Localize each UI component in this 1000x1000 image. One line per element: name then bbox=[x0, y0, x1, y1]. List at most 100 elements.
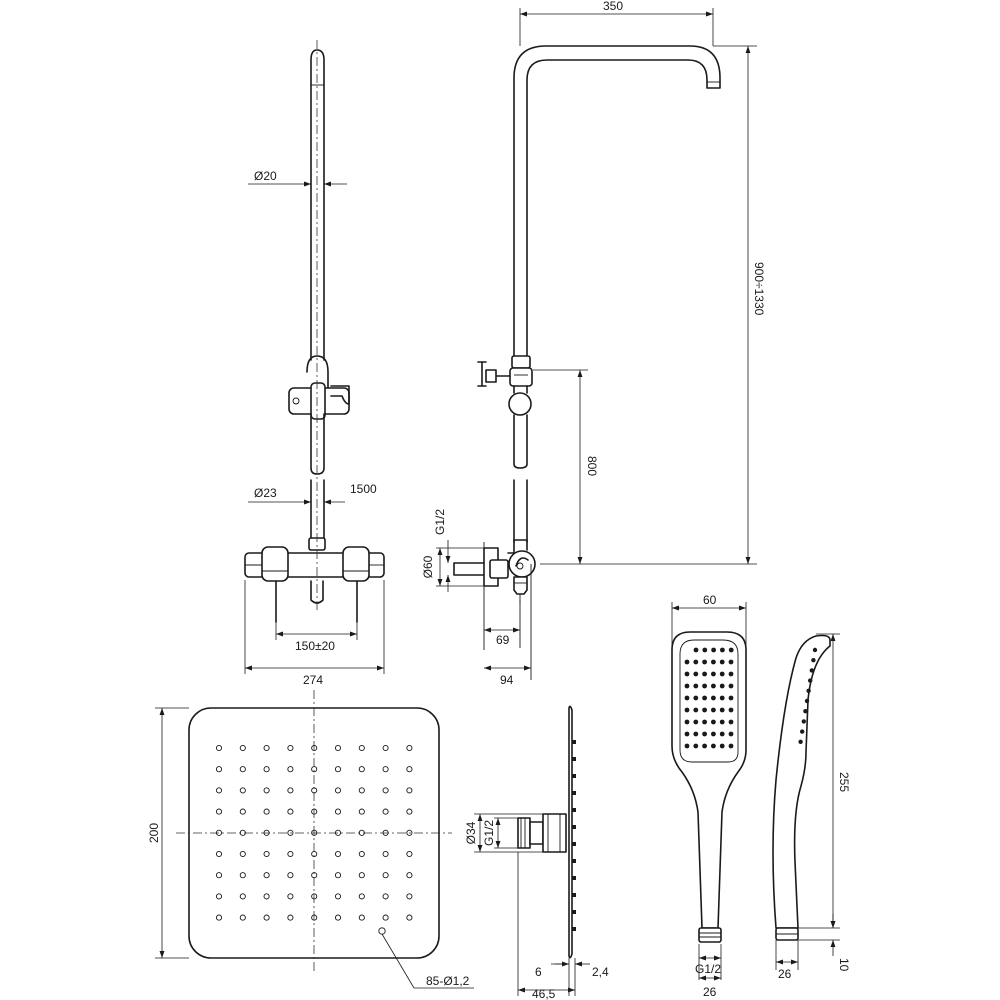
head-nozzle bbox=[358, 872, 365, 879]
dim-inlet-flange: Ø60 bbox=[421, 547, 484, 587]
label-head-plate-offset: 6 bbox=[535, 965, 542, 979]
dim-arm-reach: 350 bbox=[519, 0, 714, 46]
head-nozzle bbox=[239, 808, 246, 815]
head-nozzle bbox=[311, 893, 318, 900]
head-nozzle bbox=[263, 744, 270, 752]
dim-hand-head-width: 60 bbox=[671, 593, 747, 650]
head-nozzle bbox=[334, 744, 342, 752]
head-nozzle bbox=[334, 893, 342, 900]
dim-rail-diameter: Ø20 bbox=[248, 169, 347, 187]
hand-nozzle bbox=[684, 707, 690, 713]
head-nozzle bbox=[311, 872, 318, 879]
head-side-nozzle bbox=[572, 791, 576, 795]
label-hand-length: 255 bbox=[837, 772, 851, 792]
hand-nozzle bbox=[702, 731, 707, 737]
hand-nozzle bbox=[684, 659, 690, 665]
dim-mixer-width: 274 bbox=[244, 580, 385, 687]
hand-side-nozzle bbox=[801, 719, 806, 724]
dim-wall-to-axis: 69 bbox=[484, 627, 520, 647]
hand-side-nozzle bbox=[812, 647, 818, 653]
head-nozzle bbox=[311, 744, 318, 752]
head-nozzle bbox=[239, 829, 246, 836]
hand-nozzle bbox=[693, 671, 699, 677]
head-nozzle bbox=[263, 914, 270, 921]
head-nozzle bbox=[239, 744, 246, 752]
head-nozzle bbox=[382, 787, 389, 794]
front-slider bbox=[288, 355, 350, 420]
hand-nozzle bbox=[719, 719, 725, 725]
head-nozzle bbox=[382, 893, 389, 900]
front-mixer bbox=[244, 546, 385, 623]
dim-lower-pipe-diameter: Ø23 1500 bbox=[248, 482, 377, 505]
hand-nozzle bbox=[693, 707, 699, 713]
dim-hand-end: 10 26 bbox=[775, 914, 851, 981]
head-nozzle bbox=[358, 787, 365, 794]
dim-head-connector: Ø34 G1/2 bbox=[464, 813, 543, 853]
head-nozzle bbox=[311, 829, 318, 836]
side-wall-mount bbox=[453, 539, 536, 604]
hand-nozzle bbox=[711, 707, 716, 713]
hand-nozzle bbox=[728, 647, 734, 653]
head-nozzles bbox=[215, 744, 413, 935]
head-side-nozzle bbox=[572, 927, 576, 931]
head-nozzle bbox=[239, 766, 246, 773]
front-view bbox=[244, 40, 385, 623]
label-head-nozzles: 85-Ø1,2 bbox=[426, 974, 470, 988]
head-nozzle bbox=[287, 850, 294, 858]
label-head-plate-thickness: 2,4 bbox=[592, 965, 609, 979]
head-nozzle bbox=[215, 829, 223, 836]
label-rail-diameter: Ø20 bbox=[254, 169, 277, 183]
head-nozzle bbox=[382, 914, 389, 921]
hand-nozzle bbox=[719, 731, 725, 737]
hand-nozzle bbox=[693, 647, 699, 653]
head-nozzle bbox=[406, 787, 413, 794]
hand-nozzle bbox=[711, 647, 716, 653]
head-nozzle bbox=[406, 893, 413, 900]
head-nozzle bbox=[215, 914, 223, 921]
head-nozzle bbox=[287, 744, 294, 752]
label-hand-head-width: 60 bbox=[703, 593, 717, 607]
label-hand-thread: G1/2 bbox=[695, 962, 721, 976]
head-nozzle bbox=[263, 829, 270, 836]
label-hand-end-front: 26 bbox=[703, 985, 717, 999]
head-nozzle bbox=[382, 808, 389, 815]
label-inlet-thread: G1/2 bbox=[433, 509, 447, 535]
front-pipe-lower bbox=[310, 479, 325, 547]
label-head-total-depth: 46,5 bbox=[532, 987, 556, 1000]
hand-nozzle bbox=[693, 695, 699, 701]
head-nozzle bbox=[334, 872, 342, 879]
head-nozzle bbox=[263, 808, 270, 815]
head-nozzle bbox=[215, 787, 223, 794]
head-nozzle bbox=[406, 744, 413, 752]
head-nozzle bbox=[334, 766, 342, 773]
head-side-nozzle bbox=[572, 757, 576, 761]
hand-nozzle bbox=[728, 743, 734, 749]
label-mixer-width: 274 bbox=[303, 673, 323, 687]
head-nozzle bbox=[406, 808, 413, 815]
hand-nozzle bbox=[684, 743, 690, 749]
hand-nozzle bbox=[728, 671, 734, 677]
head-nozzle bbox=[358, 766, 365, 773]
hand-nozzle bbox=[728, 719, 734, 725]
dim-total-height: 900÷1330 bbox=[540, 45, 766, 565]
dim-mixer-height: 800 bbox=[533, 369, 599, 564]
label-connection-spacing: 150±20 bbox=[295, 639, 335, 653]
head-nozzle bbox=[358, 829, 365, 836]
head-nozzle bbox=[334, 787, 342, 794]
hand-side-nozzles bbox=[798, 647, 818, 744]
head-nozzle bbox=[215, 766, 223, 773]
hand-nozzle bbox=[719, 683, 725, 689]
hand-nozzle bbox=[702, 683, 707, 689]
label-head-size: 200 bbox=[147, 823, 161, 843]
head-nozzle bbox=[406, 766, 413, 773]
head-nozzle-marked bbox=[378, 927, 386, 935]
hand-nozzle bbox=[728, 731, 734, 737]
head-nozzle bbox=[406, 829, 413, 836]
head-nozzle bbox=[239, 914, 246, 921]
head-nozzle bbox=[287, 829, 294, 836]
head-side-nozzle bbox=[572, 825, 576, 829]
head-nozzle bbox=[406, 850, 413, 858]
label-arm-reach: 350 bbox=[603, 0, 623, 13]
head-nozzle bbox=[382, 829, 389, 836]
hand-nozzle bbox=[702, 707, 707, 713]
